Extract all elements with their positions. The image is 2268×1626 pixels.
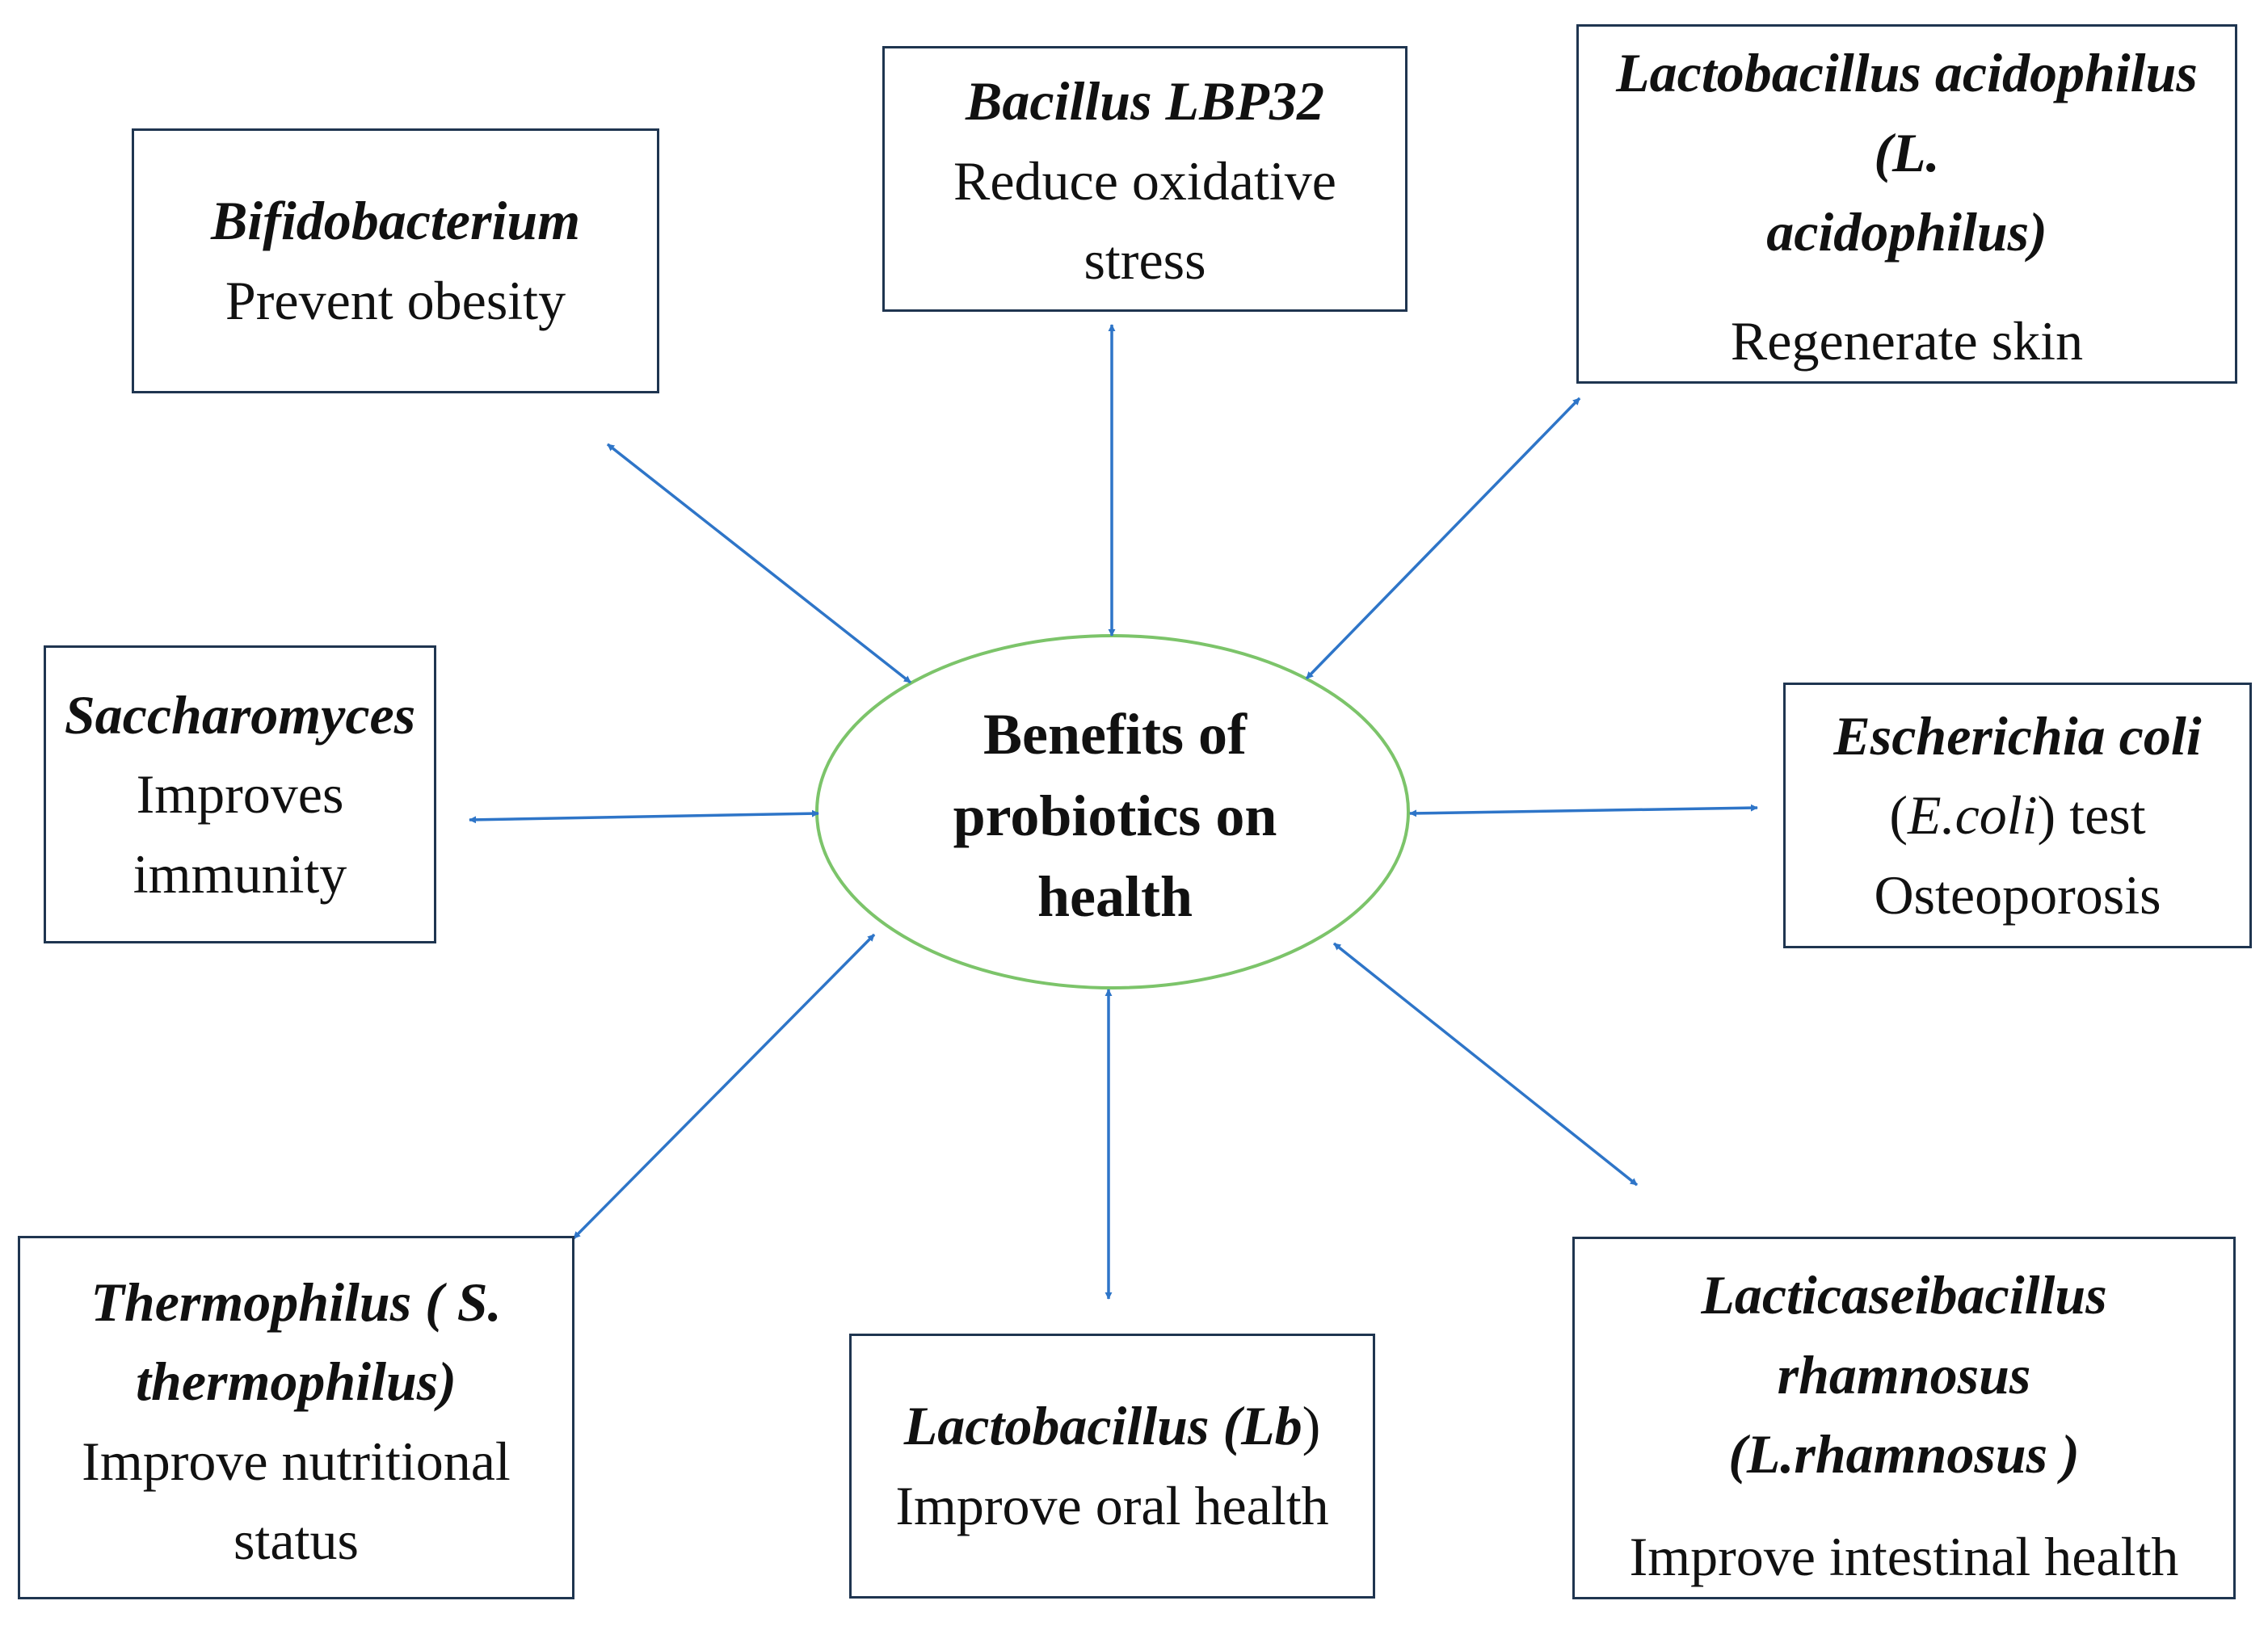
rhamnosus-name-line-2: (L.rhamnosus ) — [1728, 1423, 2080, 1485]
arrow-ecoli — [1409, 804, 1758, 817]
box-acidophilus: Lactobacillus acidophilus (L. acidophilu… — [1576, 24, 2237, 384]
box-ecoli: Escherichia coli (E.coli) test Osteoporo… — [1783, 683, 2252, 948]
ecoli-effect: Osteoporosis — [1874, 863, 2161, 926]
rhamnosus-name-line-1: Lacticaseibacillus rhamnosus — [1701, 1264, 2107, 1405]
center-line-1: Benefits of — [983, 701, 1247, 767]
rhamnosus-spacer — [1575, 1494, 2233, 1518]
ecoli-abbr: E.coli — [1908, 784, 2038, 847]
acidophilus-name-line-2: acidophilus) — [1766, 201, 2047, 263]
bacillus-effect-line-1: Reduce oxidative — [953, 149, 1336, 212]
thermophilus-name-line-2: thermophilus) — [136, 1351, 457, 1413]
box-rhamnosus: Lacticaseibacillus rhamnosus (L.rhamnosu… — [1572, 1237, 2236, 1599]
ecoli-abbr-open: ( — [1889, 784, 1908, 847]
box-thermophilus: Thermophilus ( S. thermophilus) Improve … — [18, 1236, 574, 1599]
arrow-bifidobacterium — [606, 443, 912, 684]
bacillus-effect-line-2: stress — [1084, 229, 1206, 292]
saccharomyces-effect-line-1: Improves — [136, 763, 344, 826]
lactobacillus-name: Lactobacillus (Lb — [903, 1395, 1302, 1457]
center-line-2: probiotics on — [953, 783, 1277, 848]
center-label: Benefits of probiotics on health — [816, 638, 1414, 994]
saccharomyces-name: Saccharomyces — [64, 683, 416, 746]
thermophilus-effect: Improve nutritional status — [82, 1430, 511, 1572]
arrow-acidophilus — [1305, 397, 1581, 680]
lactobacillus-effect: Improve oral health — [895, 1475, 1329, 1536]
box-lactobacillus: Lactobacillus (Lb) Improve oral health — [849, 1334, 1375, 1599]
bacillus-name: Bacillus LBP32 — [966, 70, 1324, 132]
lactobacillus-name-line: Lactobacillus (Lb) — [852, 1386, 1373, 1466]
acidophilus-name-line-1: Lactobacillus acidophilus (L. — [1616, 42, 2198, 183]
acidophilus-spacer — [1579, 272, 2235, 302]
arrow-thermophilus — [572, 933, 876, 1240]
box-bifidobacterium: Bifidobacterium Prevent obesity — [132, 128, 659, 393]
lactobacillus-name-close: ) — [1302, 1395, 1321, 1457]
bifidobacterium-effect: Prevent obesity — [225, 270, 566, 331]
acidophilus-effect: Regenerate skin — [1730, 310, 2084, 372]
ecoli-abbr-line: (E.coli) test — [1786, 775, 2249, 855]
arrow-saccharomyces — [469, 809, 819, 824]
ecoli-name: Escherichia coli — [1833, 704, 2202, 767]
saccharomyces-effect-line-2: immunity — [133, 842, 347, 905]
box-saccharomyces: Saccharomyces Improves immunity — [44, 645, 436, 943]
box-bacillus: Bacillus LBP32 Reduce oxidative stress — [882, 46, 1408, 312]
arrow-rhamnosus — [1332, 942, 1639, 1187]
ecoli-abbr-close: ) test — [2037, 784, 2146, 847]
bifidobacterium-name: Bifidobacterium — [210, 190, 581, 252]
thermophilus-name-line-1: Thermophilus ( S. — [90, 1271, 502, 1333]
rhamnosus-effect: Improve intestinal health — [1629, 1526, 2179, 1588]
center-line-3: health — [1037, 864, 1193, 930]
